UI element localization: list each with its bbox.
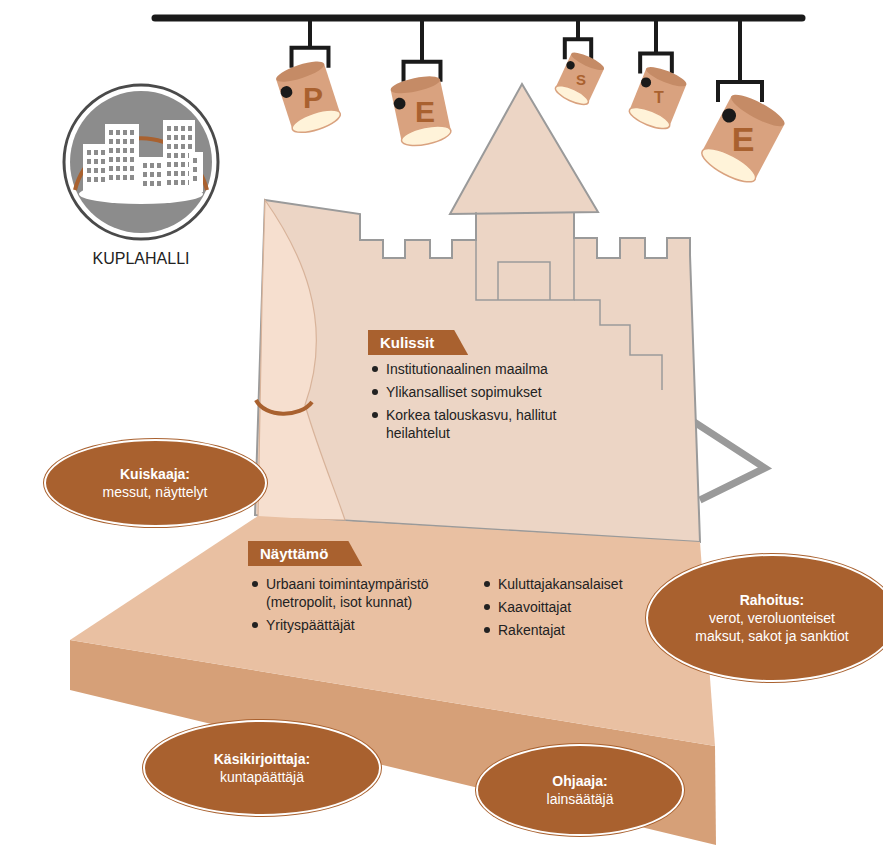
spotlight: S <box>548 52 608 112</box>
panel-heading: Kulissit <box>368 330 468 355</box>
panel-heading: Näyttämö <box>248 541 362 566</box>
bullet-text: Kuluttajakansalaiset <box>498 576 623 592</box>
bullet-item: Kuluttajakansalaiset <box>480 575 680 593</box>
bullet-item: Korkea talouskasvu, hallitut heilahtelut <box>368 406 613 442</box>
backdrop-panel: KulissitInstitutionaalinen maailmaYlikan… <box>368 330 613 442</box>
stage-top <box>70 516 715 746</box>
castle-window <box>498 262 550 300</box>
oval-body: verot, veroluonteiset maksut, sakot ja s… <box>687 609 857 645</box>
icon-label: KUPLAHALLI <box>93 250 190 268</box>
spotlight-letter: E <box>732 120 755 159</box>
oval-heading: Kuiskaaja: <box>80 465 230 483</box>
oval-body: kuntapäättäjä <box>182 768 342 786</box>
bullet-dot <box>372 412 378 418</box>
bullet-dot <box>484 627 490 633</box>
bullet-dot <box>484 604 490 610</box>
spotlight-holder <box>718 18 762 102</box>
spotlight-letter: E <box>415 95 435 129</box>
oval-heading: Käsikirjoittaja: <box>182 750 342 768</box>
curtain-tieback <box>256 400 312 414</box>
kuplahalli-icon: KUPLAHALLI <box>55 82 227 268</box>
oval-body: lainsäätäjä <box>510 790 650 808</box>
spotlight: E <box>380 74 464 158</box>
bullet-item: Ylikansalliset sopimukset <box>368 383 613 401</box>
bullet-dot <box>372 389 378 395</box>
castle-tower <box>476 212 574 300</box>
bullet-text: Korkea talouskasvu, hallitut heilahtelut <box>386 407 556 441</box>
bullet-text: Yrityspäättäjät <box>266 617 355 633</box>
bubble-hall-symbol <box>61 82 221 242</box>
bullet-text: Ylikansalliset sopimukset <box>386 384 542 400</box>
light-rail <box>155 15 802 22</box>
role-oval: Ohjaaja:lainsäätäjä <box>476 744 685 836</box>
bullet-text: Rakentajat <box>498 622 565 638</box>
bullet-item: Institutionaalinen maailma <box>368 360 613 378</box>
castle-steps <box>574 300 662 390</box>
spotlight: P <box>268 60 352 144</box>
role-oval: Käsikirjoittaja:kuntapäättäjä <box>143 720 380 816</box>
stage-panel: NäyttämöUrbaani toimintaympäristö (metro… <box>248 541 688 639</box>
bullet-dot <box>252 581 258 587</box>
castle-backdrop <box>255 200 700 542</box>
oval-text: Käsikirjoittaja:kuntapäättäjä <box>182 750 342 786</box>
role-oval: Rahoitus:verot, veroluonteiset maksut, s… <box>646 554 883 682</box>
oval-text: Ohjaaja:lainsäätäjä <box>510 772 650 808</box>
bullet-dot <box>252 622 258 628</box>
oval-text: Kuiskaaja:messut, näyttelyt <box>80 465 230 501</box>
bullet-item: Urbaani toimintaympäristö (metropolit, i… <box>248 575 480 611</box>
spotlight-letter: T <box>654 89 664 107</box>
bullet-dot <box>484 581 490 587</box>
oval-body: messut, näyttelyt <box>80 483 230 501</box>
spotlight: E <box>690 94 790 194</box>
backdrop-stand <box>688 418 765 500</box>
stage-columns: Urbaani toimintaympäristö (metropolit, i… <box>248 570 688 639</box>
oval-heading: Ohjaaja: <box>510 772 650 790</box>
bullet-dot <box>372 366 378 372</box>
spotlight-holder <box>404 18 441 82</box>
curtain <box>258 200 345 520</box>
oval-heading: Rahoitus: <box>687 591 857 609</box>
spotlight-letter: S <box>576 71 586 88</box>
role-oval: Kuiskaaja:messut, näyttelyt <box>44 439 267 527</box>
bullet-text: Kaavoittajat <box>498 599 571 615</box>
spotlight-holder <box>292 18 329 68</box>
bullet-text: Institutionaalinen maailma <box>386 361 548 377</box>
spotlight: T <box>620 66 692 138</box>
stage-column: Urbaani toimintaympäristö (metropolit, i… <box>248 570 480 639</box>
bullet-text: Urbaani toimintaympäristö (metropolit, i… <box>266 576 429 610</box>
bullet-item: Yrityspäättäjät <box>248 616 480 634</box>
spotlight-holder <box>640 18 672 73</box>
spotlight-letter: P <box>303 81 323 115</box>
oval-text: Rahoitus:verot, veroluonteiset maksut, s… <box>687 591 857 645</box>
